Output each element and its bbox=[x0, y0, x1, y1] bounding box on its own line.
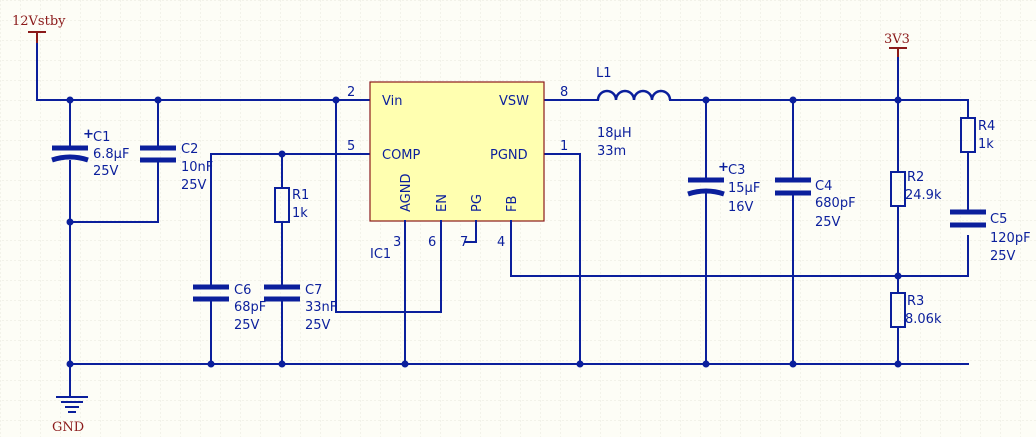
pin-agnd-name: AGND bbox=[399, 174, 414, 212]
pin-fb-name: FB bbox=[505, 196, 520, 212]
pin-vsw-num: 8 bbox=[560, 85, 568, 100]
pin-pgnd-num: 1 bbox=[560, 139, 568, 154]
c3-ref: C3 bbox=[728, 163, 745, 178]
output-net-label: 3V3 bbox=[884, 32, 910, 47]
vin-net-label: 12Vstby bbox=[12, 14, 66, 29]
c5-ref: C5 bbox=[990, 212, 1007, 227]
capacitor-c3[interactable]: + C3 15µF 16V bbox=[687, 160, 760, 215]
r1-value: 1k bbox=[292, 206, 308, 221]
c3-value: 15µF bbox=[728, 181, 760, 196]
c6-ref: C6 bbox=[234, 283, 251, 298]
c3-rating: 16V bbox=[728, 200, 754, 215]
resistor-r1[interactable]: R1 1k bbox=[274, 187, 309, 223]
c1-value: 6.8µF bbox=[93, 147, 129, 162]
pin-comp-num: 5 bbox=[347, 139, 355, 154]
l1-value: 18µH bbox=[597, 126, 632, 141]
pin-fb-num: 4 bbox=[497, 235, 505, 250]
pin-en-num: 6 bbox=[428, 235, 436, 250]
r4-ref: R4 bbox=[978, 119, 995, 134]
c5-value: 120pF bbox=[990, 231, 1031, 246]
c4-rating: 25V bbox=[815, 215, 841, 230]
r3-ref: R3 bbox=[907, 294, 924, 309]
junctions bbox=[66, 96, 902, 368]
r2-value: 24.9k bbox=[905, 188, 942, 203]
ground-net-label: GND bbox=[52, 420, 84, 435]
c7-ref: C7 bbox=[305, 283, 322, 298]
vin-power-port[interactable]: 12Vstby bbox=[12, 14, 66, 44]
pin-pg-name: PG bbox=[470, 194, 485, 212]
pin-agnd-num: 3 bbox=[393, 235, 401, 250]
c1-ref: C1 bbox=[93, 130, 110, 145]
resistor-r3[interactable]: R3 8.06k bbox=[890, 292, 942, 328]
capacitor-c6[interactable]: C6 68pF 25V bbox=[193, 283, 266, 333]
c5-rating: 25V bbox=[990, 249, 1016, 264]
inductor-l1[interactable]: L1 18µH 33m bbox=[596, 66, 672, 159]
capacitor-c5[interactable]: C5 120pF 25V bbox=[950, 209, 1031, 264]
r4-value: 1k bbox=[978, 137, 994, 152]
r3-value: 8.06k bbox=[905, 312, 942, 327]
pin-vin-num: 2 bbox=[347, 85, 355, 100]
c2-value: 10nF bbox=[181, 160, 213, 175]
ground-symbol[interactable]: GND bbox=[52, 396, 88, 435]
capacitor-c7[interactable]: C7 33nF 25V bbox=[264, 283, 337, 333]
capacitor-c1[interactable]: + C1 6.8µF 25V bbox=[51, 127, 129, 179]
c6-rating: 25V bbox=[234, 318, 260, 333]
capacitor-c4[interactable]: C4 680pF 25V bbox=[775, 177, 856, 230]
c3-polarity-mark: + bbox=[718, 160, 729, 175]
capacitor-c2[interactable]: C2 10nF 25V bbox=[140, 142, 213, 193]
pin-pgnd-name: PGND bbox=[490, 148, 528, 163]
c1-polarity-mark: + bbox=[83, 127, 94, 142]
c7-value: 33nF bbox=[305, 300, 337, 315]
r2-ref: R2 bbox=[907, 170, 924, 185]
pin-en-name: EN bbox=[435, 194, 450, 212]
ic1[interactable]: IC1 Vin 2 COMP 5 VSW 8 PGND 1 AGND EN PG… bbox=[347, 81, 568, 262]
pin-pg-num: 7 bbox=[460, 235, 468, 250]
ic1-ref: IC1 bbox=[370, 247, 391, 262]
output-power-port[interactable]: 3V3 bbox=[884, 32, 910, 58]
l1-resistance: 33m bbox=[597, 144, 626, 159]
c4-ref: C4 bbox=[815, 179, 832, 194]
c2-rating: 25V bbox=[181, 178, 207, 193]
pin-comp-name: COMP bbox=[382, 148, 421, 163]
c1-rating: 25V bbox=[93, 164, 119, 179]
c4-value: 680pF bbox=[815, 196, 856, 211]
pin-vsw-name: VSW bbox=[499, 94, 529, 109]
c6-value: 68pF bbox=[234, 300, 266, 315]
r1-ref: R1 bbox=[292, 188, 309, 203]
l1-ref: L1 bbox=[596, 66, 612, 81]
c7-rating: 25V bbox=[305, 318, 331, 333]
resistor-r2[interactable]: R2 24.9k bbox=[890, 170, 942, 207]
pin-vin-name: Vin bbox=[382, 94, 402, 109]
c2-ref: C2 bbox=[181, 142, 198, 157]
wires bbox=[36, 43, 969, 398]
resistor-r4[interactable]: R4 1k bbox=[960, 117, 995, 153]
